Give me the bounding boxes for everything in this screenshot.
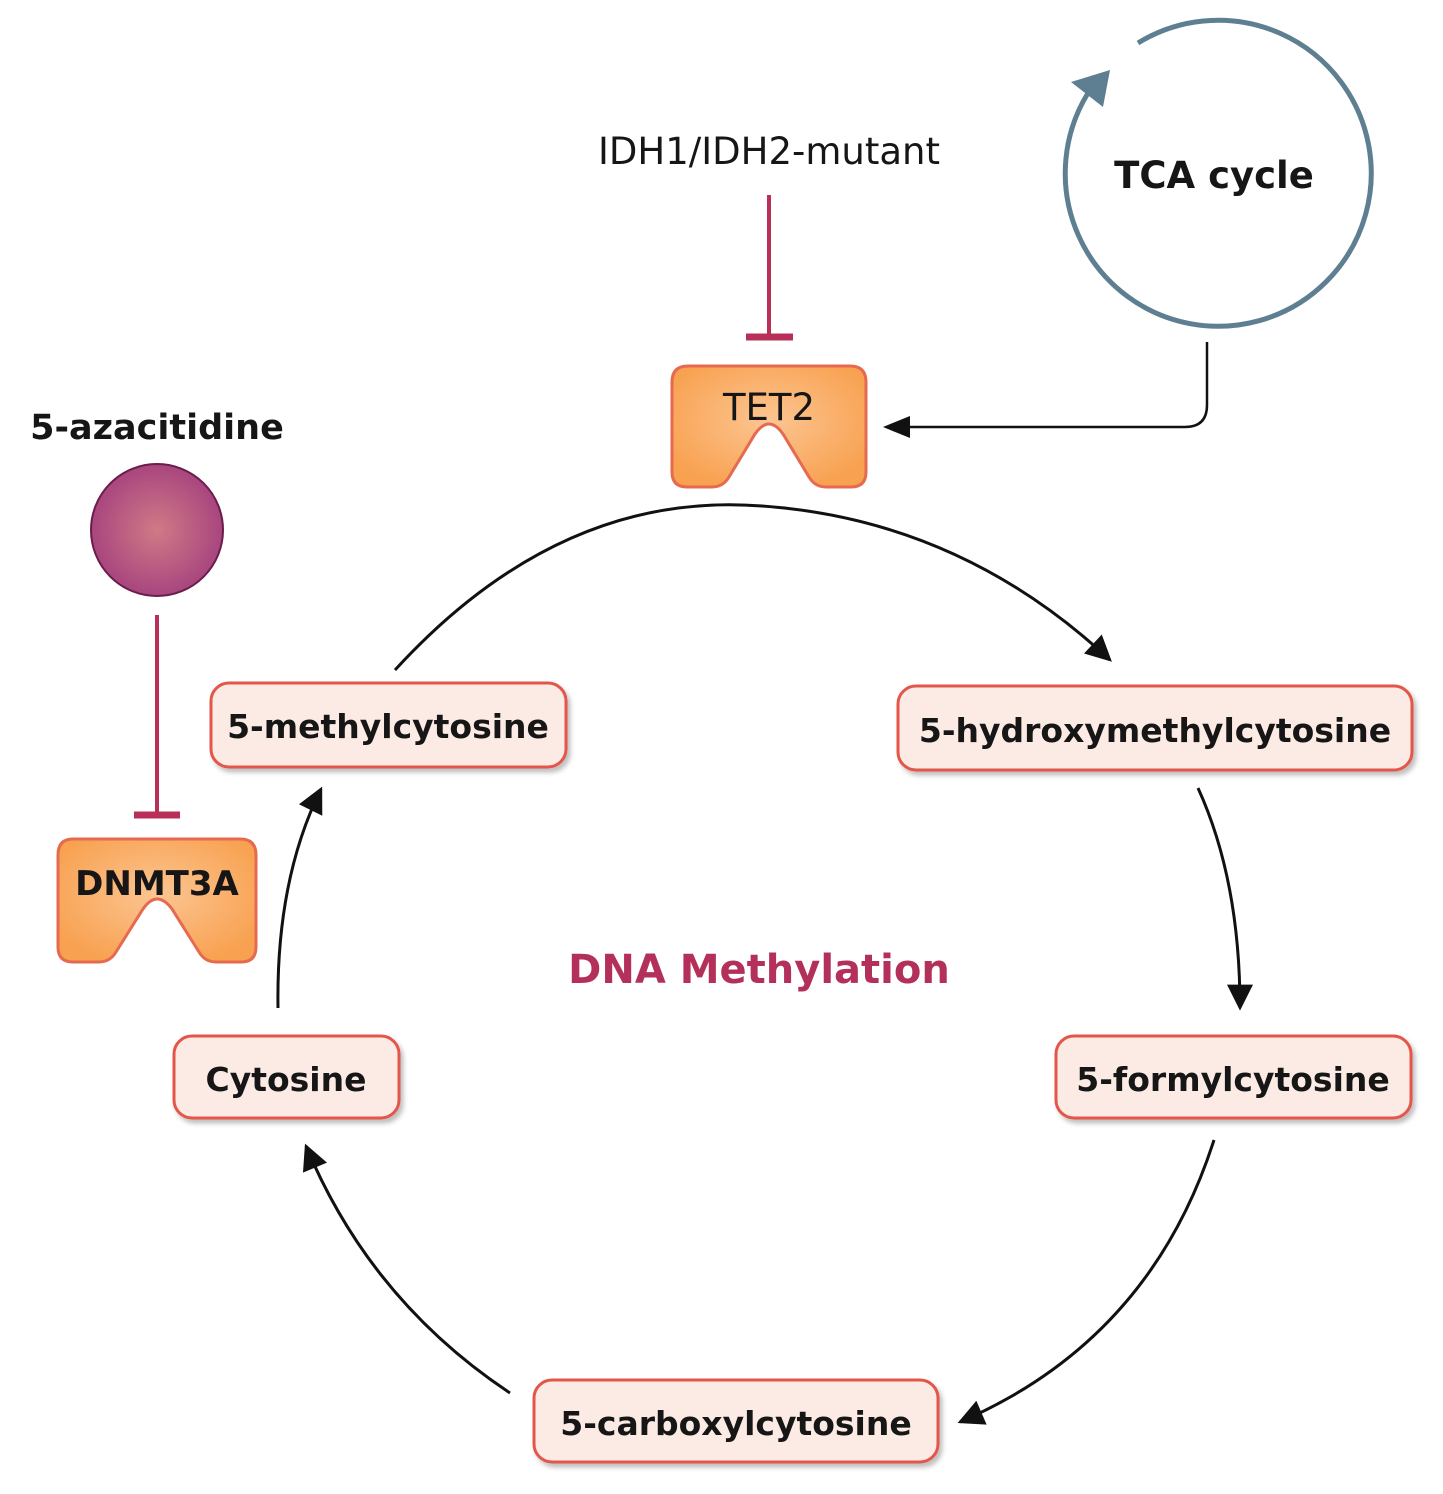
arrow-5fc-to-5cac xyxy=(957,1139,1216,1425)
node-cytosine: Cytosine xyxy=(172,1034,401,1120)
dnmt3a-enzyme: DNMT3A xyxy=(56,837,258,964)
tca-cycle-arrowhead-icon xyxy=(1071,70,1110,107)
azacitidine-molecule-icon xyxy=(90,463,224,597)
node-5-carboxylcytosine: 5-carboxylcytosine xyxy=(532,1378,940,1464)
tca-cycle-arc xyxy=(1062,17,1374,329)
node-cytosine-label: Cytosine xyxy=(205,1060,366,1099)
diagram-title: DNA Methylation xyxy=(568,947,950,993)
tca-to-tet2-arrowhead-icon xyxy=(883,416,910,438)
dnmt3a-label: DNMT3A xyxy=(75,864,239,904)
tet2-enzyme: TET2 xyxy=(670,364,868,489)
node-5-hydroxymethylcytosine-label: 5-hydroxymethylcytosine xyxy=(919,711,1391,750)
arrow-5hmc-to-5fc xyxy=(1196,787,1253,1011)
node-5-hydroxymethylcytosine: 5-hydroxymethylcytosine xyxy=(896,684,1414,772)
arrow-cytosine-to-5mc xyxy=(276,786,323,1009)
tet2-label: TET2 xyxy=(722,386,815,429)
node-5-methylcytosine-label: 5-methylcytosine xyxy=(227,707,549,746)
node-5-methylcytosine: 5-methylcytosine xyxy=(209,681,568,769)
node-5-formylcytosine-label: 5-formylcytosine xyxy=(1076,1060,1390,1099)
tca-to-tet2-arrow xyxy=(905,342,1209,429)
tca-cycle: TCA cycle xyxy=(1062,17,1374,329)
tet2-enzyme-shape xyxy=(670,364,868,489)
node-5-formylcytosine: 5-formylcytosine xyxy=(1054,1034,1413,1120)
node-5-carboxylcytosine-label: 5-carboxylcytosine xyxy=(560,1404,912,1443)
idh-mutant-label: IDH1/IDH2-mutant xyxy=(598,130,940,173)
dnmt3a-enzyme-shape xyxy=(56,837,258,964)
arrow-5cac-to-cytosine xyxy=(302,1143,511,1395)
tca-cycle-label: TCA cycle xyxy=(1114,154,1314,197)
azacitidine-label: 5-azacitidine xyxy=(30,408,284,448)
arrow-5mc-to-5hmc xyxy=(393,503,1112,672)
